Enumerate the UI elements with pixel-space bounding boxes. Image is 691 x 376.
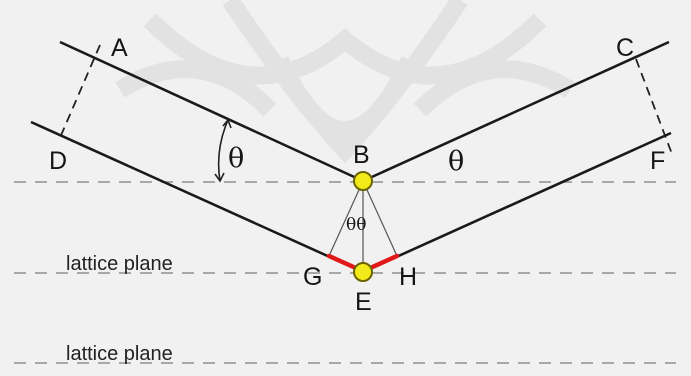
theta-reflected-label: θ	[448, 146, 464, 177]
reflected-ray-upper	[362, 40, 670, 183]
atom-b	[353, 171, 373, 191]
label-b: B	[353, 141, 370, 169]
label-f: F	[650, 147, 665, 175]
label-d: D	[49, 147, 67, 175]
line-b-h	[362, 180, 398, 257]
label-a: A	[111, 34, 128, 62]
lattice-plane-label-2: lattice plane	[66, 343, 173, 365]
label-h: H	[399, 263, 417, 291]
label-c: C	[616, 34, 634, 62]
theta-pair-label: θθ	[346, 215, 366, 235]
line-b-g	[328, 180, 364, 257]
angle-labels: θ θ θθ	[228, 143, 464, 235]
incident-ray-upper	[59, 40, 364, 183]
watermark-ornament	[115, 0, 575, 164]
angle-arc	[214, 118, 232, 183]
path-difference-e-h	[365, 253, 400, 272]
wavefront-c-f	[635, 58, 673, 155]
atom-e	[353, 262, 373, 282]
atoms	[353, 171, 373, 282]
path-difference	[326, 253, 400, 272]
label-e: E	[355, 288, 372, 316]
reflected-ray-lower	[362, 131, 672, 274]
incident-ray-lower	[30, 120, 364, 274]
lattice-planes	[14, 181, 676, 364]
theta-incident-label: θ	[228, 143, 244, 174]
path-difference-g-e	[326, 253, 361, 272]
rays	[30, 40, 672, 274]
point-labels: A B C D E F G H	[49, 34, 665, 316]
wavefront-a-d	[58, 44, 101, 141]
construction-lines	[328, 180, 398, 272]
wavefronts	[58, 44, 673, 155]
angle-arc-arrow-top	[222, 118, 232, 129]
plane-labels: lattice plane lattice plane	[66, 253, 173, 365]
lattice-plane-label-1: lattice plane	[66, 253, 173, 275]
angle-arc-arrow-bottom	[214, 172, 225, 183]
label-g: G	[303, 263, 322, 291]
angle-arc-path	[217, 119, 229, 182]
